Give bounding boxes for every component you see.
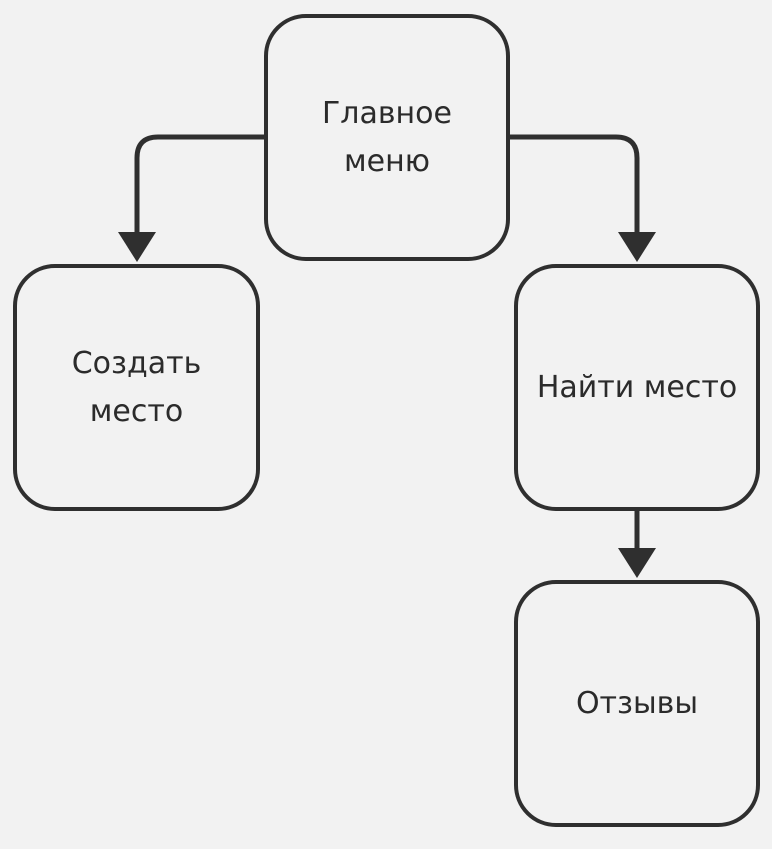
node-create-place: Создать место (13, 264, 260, 511)
node-main-menu-label: Главное меню (322, 95, 452, 179)
edge-main-to-create (134, 134, 264, 232)
node-reviews: Отзывы (514, 580, 760, 827)
arrowhead-reviews (618, 548, 656, 578)
node-reviews-label: Отзывы (575, 685, 699, 721)
edge-main-to-find (510, 134, 640, 232)
arrowhead-find (618, 232, 656, 262)
node-find-place: Найти место (514, 264, 760, 511)
node-find-place-label: Найти место (536, 369, 738, 405)
node-create-place-label: Создать место (71, 345, 202, 429)
node-main-menu: Главное меню (264, 14, 510, 261)
arrowhead-create (118, 232, 156, 262)
